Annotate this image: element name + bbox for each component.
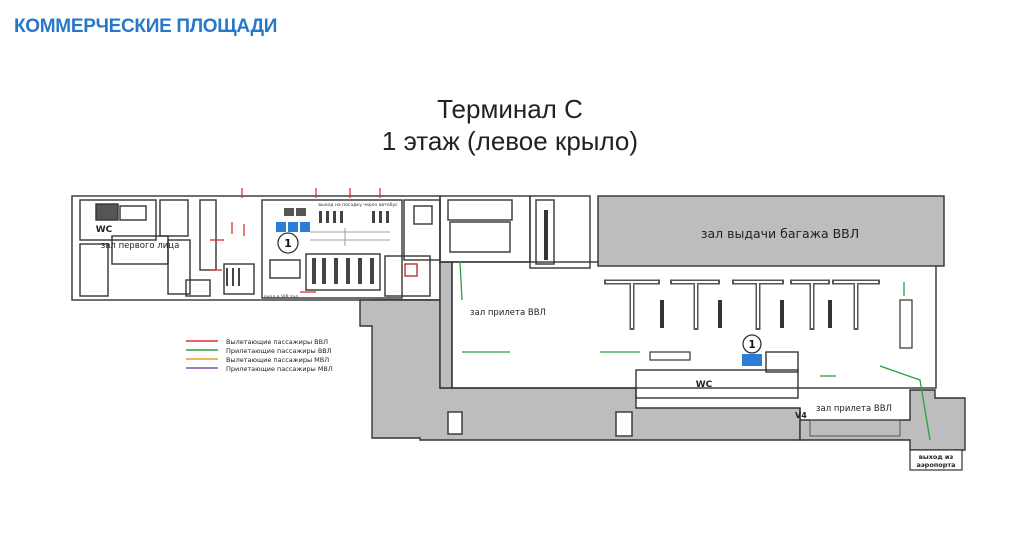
- legend-label-1: Прилетающие пассажиры ВВЛ: [226, 347, 332, 355]
- vip-entrance-label: вход в VIP зал: [264, 294, 298, 300]
- corridor: [359, 261, 966, 451]
- arrival-arrows: [459, 261, 931, 441]
- airport-exit-label-2: аэропорта: [916, 461, 955, 469]
- legend-label-2: Вылетающие пассажиры МВЛ: [226, 356, 329, 364]
- departure-arrows: [210, 188, 381, 293]
- wc-label-top: WC: [96, 225, 113, 235]
- baggage-carousels: [604, 279, 880, 330]
- commercial-area-2[interactable]: [742, 354, 762, 366]
- arrival-hall-label-right: зал прилета ВВЛ: [816, 404, 892, 414]
- marker-label-2: 1: [748, 339, 755, 351]
- baggage-carousels-inner: [606, 281, 878, 328]
- seating-rows: [226, 211, 389, 286]
- legend-label-0: Вылетающие пассажиры ВВЛ: [226, 338, 328, 346]
- airport-exit-box: [909, 449, 963, 471]
- legend: Вылетающие пассажиры ВВЛ Прилетающие пас…: [186, 338, 333, 373]
- first-person-hall-label: зал первого лица: [101, 241, 180, 251]
- legend-label-3: Прилетающие пассажиры МВЛ: [226, 365, 333, 373]
- plan-subtitle: 1 этаж (левое крыло): [381, 126, 639, 156]
- gate-v4-label: V4: [795, 411, 807, 420]
- arrival-hall-label-left: зал прилета ВВЛ: [470, 308, 546, 318]
- checkin-icon: [404, 263, 418, 277]
- security-frames: [310, 228, 390, 246]
- page-header-title: КОММЕРЧЕСКИЕ ПЛОЩАДИ: [14, 16, 278, 37]
- arrival-seating: [544, 210, 913, 437]
- commercial-area-1[interactable]: [276, 208, 310, 232]
- marker-circle-2: [742, 334, 762, 354]
- left-wing-block: [71, 195, 441, 301]
- baggage-claim-hall: [597, 195, 945, 267]
- plan-title: Терминал С: [437, 94, 583, 124]
- baggage-claim-label: зал выдачи багажа ВВЛ: [701, 226, 859, 241]
- marker-circle-1: [277, 232, 299, 254]
- marker-label-1: 1: [284, 237, 292, 250]
- airport-exit-label-1: выход из: [919, 453, 954, 461]
- wc-label-right: WC: [696, 380, 713, 390]
- bus-boarding-label: выход на посадку через автобус: [318, 202, 398, 208]
